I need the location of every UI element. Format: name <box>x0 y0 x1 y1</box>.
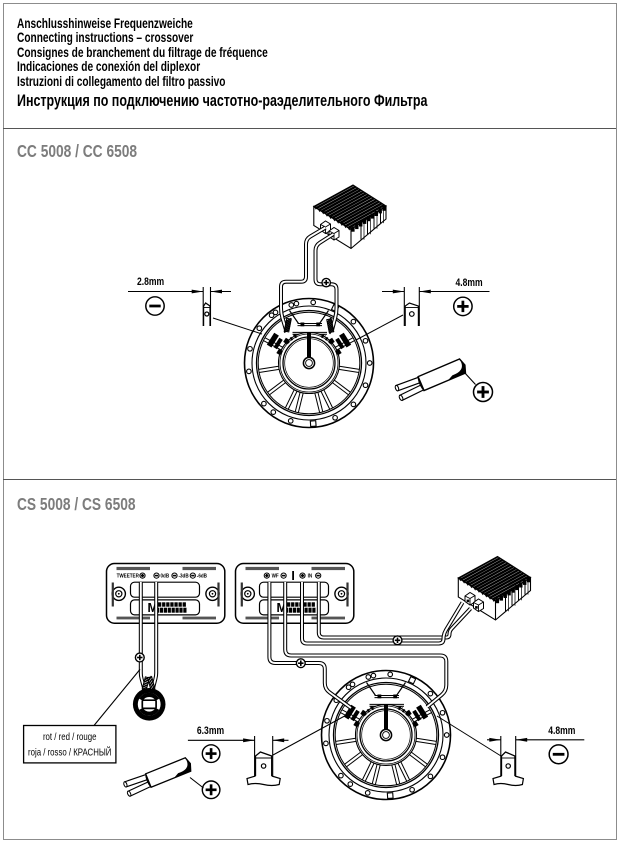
svg-text:rot / red / rouge: rot / red / rouge <box>43 731 97 742</box>
svg-text:2.8mm: 2.8mm <box>137 276 164 288</box>
svg-text:IN: IN <box>308 573 313 579</box>
svg-text:4.8mm: 4.8mm <box>456 277 483 289</box>
svg-text:roja / rosso / КРАСНЫЙ: roja / rosso / КРАСНЫЙ <box>28 746 111 758</box>
svg-text:TWEETER: TWEETER <box>117 573 140 579</box>
svg-text:6.3mm: 6.3mm <box>197 725 224 737</box>
svg-text:-6dB: -6dB <box>197 573 208 579</box>
svg-text:-3dB: -3dB <box>179 573 190 579</box>
svg-text:4.8mm: 4.8mm <box>548 725 575 737</box>
svg-text:WF: WF <box>272 573 279 579</box>
svg-text:0dB: 0dB <box>161 573 170 579</box>
